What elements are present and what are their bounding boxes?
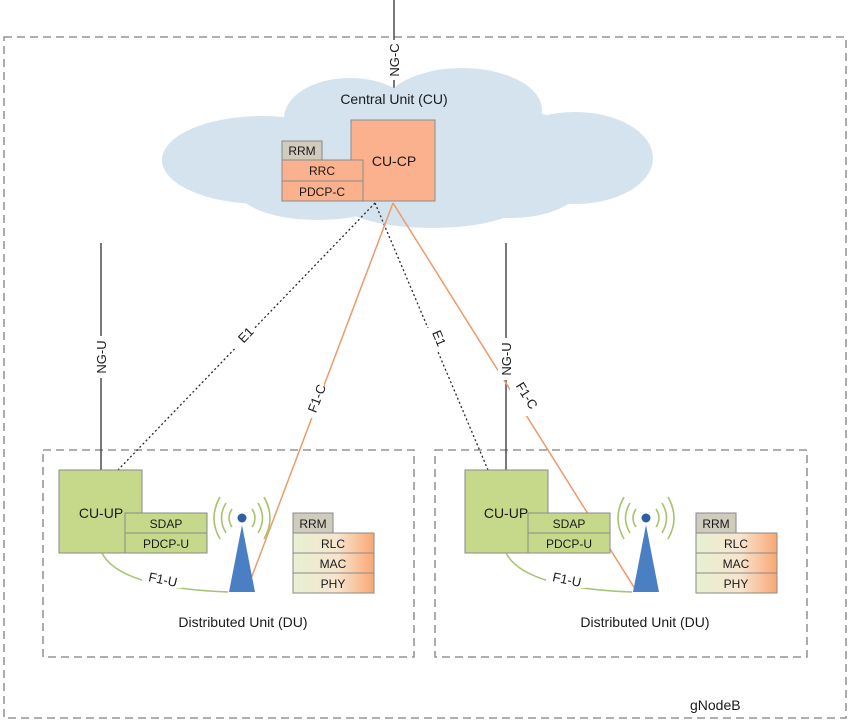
e1-left-label-bg <box>236 328 254 348</box>
du-left-sdap-label: SDAP <box>150 517 183 531</box>
cu-cp-label: CU-CP <box>372 153 416 169</box>
du-left-phy-box[interactable] <box>292 572 375 594</box>
ng-u-left-label-bg <box>93 336 109 378</box>
du-left-mac-label: MAC <box>320 557 347 571</box>
ng-u-right-label-bg <box>498 338 514 380</box>
f1-u-right-label-bg <box>546 570 586 588</box>
f1-c-left-label-bg <box>306 382 324 418</box>
du-right-rlc-label: RLC <box>724 537 748 551</box>
cu-pdcp-c-box[interactable] <box>281 180 364 202</box>
gnodeb-label: gNodeB <box>690 697 741 713</box>
gnodeb-boundary <box>3 36 847 719</box>
du-left-title: Distributed Unit (DU) <box>178 614 307 630</box>
f1-u-left-label: F1-U <box>147 569 178 590</box>
du-right-boundary <box>434 449 808 658</box>
du-left-pdcp-u-box[interactable] <box>124 532 208 554</box>
du-left-phy-label: PHY <box>321 577 346 591</box>
du-left-boundary <box>42 449 415 658</box>
du-right-cu-up-label: CU-UP <box>484 505 528 521</box>
cu-title: Central Unit (CU) <box>340 91 447 107</box>
ng-c-label-bg <box>386 40 402 80</box>
ng-u-left-label: NG-U <box>94 340 109 373</box>
f1-u-right-label: F1-U <box>551 569 582 590</box>
du-left-rlc-label: RLC <box>321 537 345 551</box>
du-left-cu-up-label: CU-UP <box>79 505 123 521</box>
cu-rrm-label: RRM <box>288 144 315 158</box>
ng-u-right-label: NG-U <box>499 342 514 375</box>
cu-rrc-label: RRC <box>309 164 335 178</box>
e1-right-label: E1 <box>429 328 449 349</box>
du-right-phy-label: PHY <box>724 577 749 591</box>
du-right-sdap-label: SDAP <box>553 517 586 531</box>
du-right-antenna-icon <box>617 496 675 592</box>
du-left-pdcp-u-label: PDCP-U <box>143 537 189 551</box>
du-right-phy-box[interactable] <box>695 572 778 594</box>
f1-u-left-label-bg <box>142 570 182 588</box>
cu-pdcp-c-label: PDCP-C <box>299 185 345 199</box>
du-right-mac-label: MAC <box>723 557 750 571</box>
ng-c-label: NG-C <box>387 43 402 76</box>
e1-right-label-bg <box>422 328 438 350</box>
du-left-antenna-icon <box>213 496 271 592</box>
du-right-rrm-label: RRM <box>702 517 729 531</box>
f1-c-right-label-bg <box>510 380 530 416</box>
du-left-rrm-label: RRM <box>299 517 326 531</box>
du-right-pdcp-u-box[interactable] <box>527 532 611 554</box>
du-right-title: Distributed Unit (DU) <box>580 614 709 630</box>
du-right-pdcp-u-label: PDCP-U <box>546 537 592 551</box>
